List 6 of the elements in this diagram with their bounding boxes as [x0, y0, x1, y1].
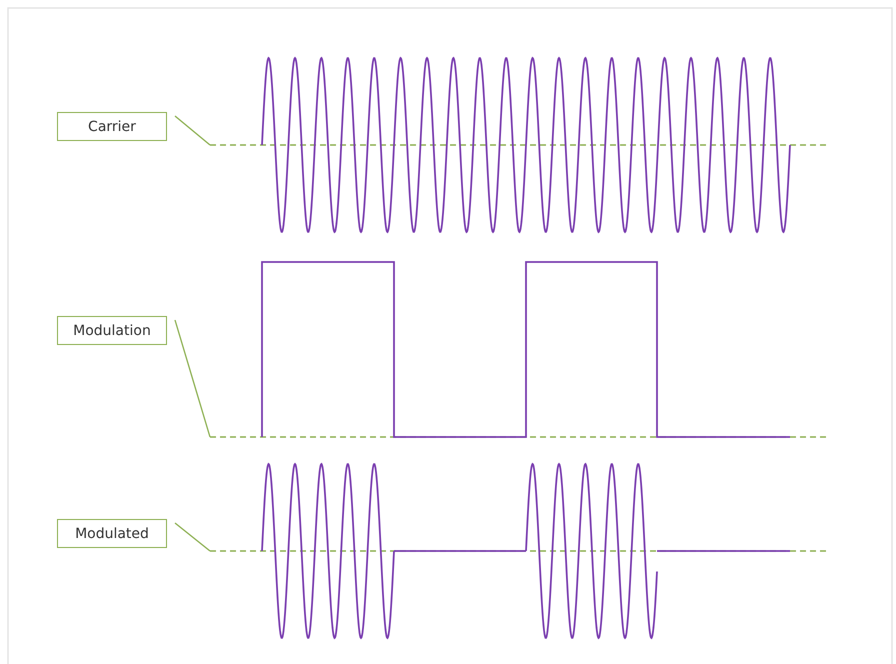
- leader-line: [174, 522, 210, 552]
- leader-line: [174, 320, 211, 438]
- leader-line: [174, 116, 210, 146]
- signal-label: Modulation: [57, 316, 167, 345]
- signal-label: Modulated: [57, 519, 167, 548]
- signal-label: Carrier: [57, 112, 167, 141]
